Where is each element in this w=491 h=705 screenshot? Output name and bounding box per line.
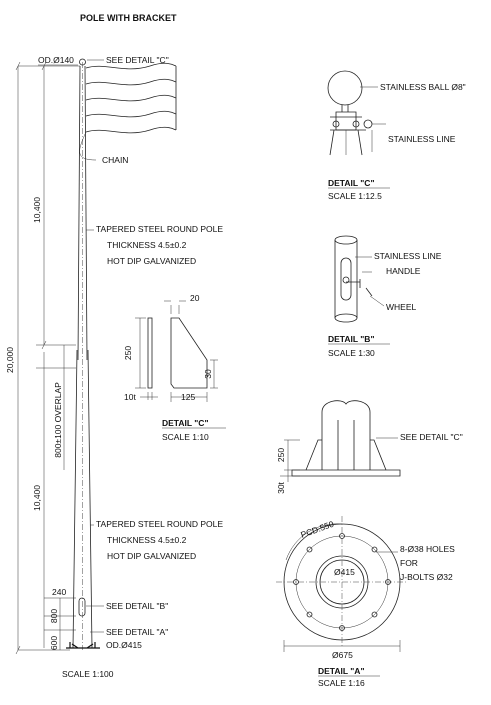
od-top-label: OD.Ø140 (38, 55, 74, 65)
see-detail-b-label: SEE DETAIL "B" (106, 601, 168, 611)
dim-lower: 10,400 (32, 485, 42, 511)
base-dim-250: 250 (276, 448, 286, 462)
pole-lower-section (72, 349, 93, 649)
detail-a-title: DETAIL "A" (318, 666, 364, 676)
base-see-c-label: SEE DETAIL "C" (400, 432, 463, 442)
pole-finial (79, 58, 86, 66)
detail-b-wheel-label: WHEEL (386, 302, 417, 312)
see-detail-c-top: SEE DETAIL "C" (106, 55, 169, 65)
pole-elevation (66, 58, 100, 650)
lower-spec-line-2: THICKNESS 4.5±0.2 (107, 535, 187, 545)
pole-base-plate (66, 642, 100, 649)
bracket-detail (135, 300, 218, 402)
detail-a-holes-line-3: J-BOLTS Ø32 (400, 572, 453, 582)
dim-total: 20,000 (5, 347, 15, 373)
od-base-label: OD.Ø415 (106, 640, 142, 650)
lower-spec-line-1: TAPERED STEEL ROUND POLE (96, 519, 223, 529)
detail-a-holes-line-2: FOR (400, 558, 418, 568)
detail-a-holes-line-1: 8-Ø38 HOLES (400, 544, 455, 554)
main-scale: SCALE 1:100 (62, 669, 114, 679)
pole-dimensions (15, 61, 80, 655)
dim-240: 240 (52, 587, 66, 597)
dim-upper: 10,400 (32, 197, 42, 223)
dim-600: 600 (49, 636, 59, 650)
upper-spec-line-1: TAPERED STEEL ROUND POLE (96, 224, 223, 234)
chain-label: CHAIN (102, 155, 128, 165)
detail-c-ball-label: STAINLESS BALL Ø8" (380, 82, 466, 92)
detail-a-dim-415: Ø415 (334, 567, 355, 577)
bracket-dim-125: 125 (181, 392, 195, 402)
detail-c-title: DETAIL "C" (328, 178, 374, 188)
flag (85, 62, 177, 134)
detail-b-line-label: STAINLESS LINE (374, 251, 442, 261)
base-elevation (280, 400, 401, 482)
bracket-detail-scale: SCALE 1:10 (162, 432, 209, 442)
bracket-detail-title: DETAIL "C" (162, 418, 208, 428)
handhole (78, 597, 86, 617)
upper-spec-line-2: THICKNESS 4.5±0.2 (107, 240, 187, 250)
base-dim-30t: 30t (276, 481, 286, 493)
bracket-dim-20: 20 (190, 293, 200, 303)
lower-spec-line-3: HOT DIP GALVANIZED (107, 551, 196, 561)
see-detail-a-label: SEE DETAIL "A" (106, 627, 168, 637)
detail-b-handle-label: HANDLE (386, 266, 421, 276)
detail-c-drawing (327, 70, 386, 156)
bracket-dim-250: 250 (123, 346, 133, 360)
detail-c-line-label: STAINLESS LINE (388, 134, 456, 144)
bracket-dim-30: 30 (203, 369, 213, 379)
dim-overlap: 800±100 OVERLAP (53, 382, 63, 458)
detail-b-title: DETAIL "B" (328, 334, 374, 344)
detail-b-scale: SCALE 1:30 (328, 348, 375, 358)
dim-800: 800 (49, 609, 59, 623)
detail-a-drawing (276, 516, 408, 652)
upper-spec-line-3: HOT DIP GALVANIZED (107, 256, 196, 266)
detail-b-drawing (334, 235, 385, 323)
pole-upper-section (77, 65, 88, 361)
drawing-title: POLE WITH BRACKET (80, 13, 177, 23)
detail-c-scale: SCALE 1:12.5 (328, 191, 382, 201)
detail-a-pcd: PCD.550 (299, 519, 335, 540)
chain (79, 131, 97, 161)
detail-a-scale: SCALE 1:16 (318, 678, 365, 688)
bracket-dim-10t: 10t (124, 392, 136, 402)
detail-a-dim-675: Ø675 (332, 650, 353, 660)
